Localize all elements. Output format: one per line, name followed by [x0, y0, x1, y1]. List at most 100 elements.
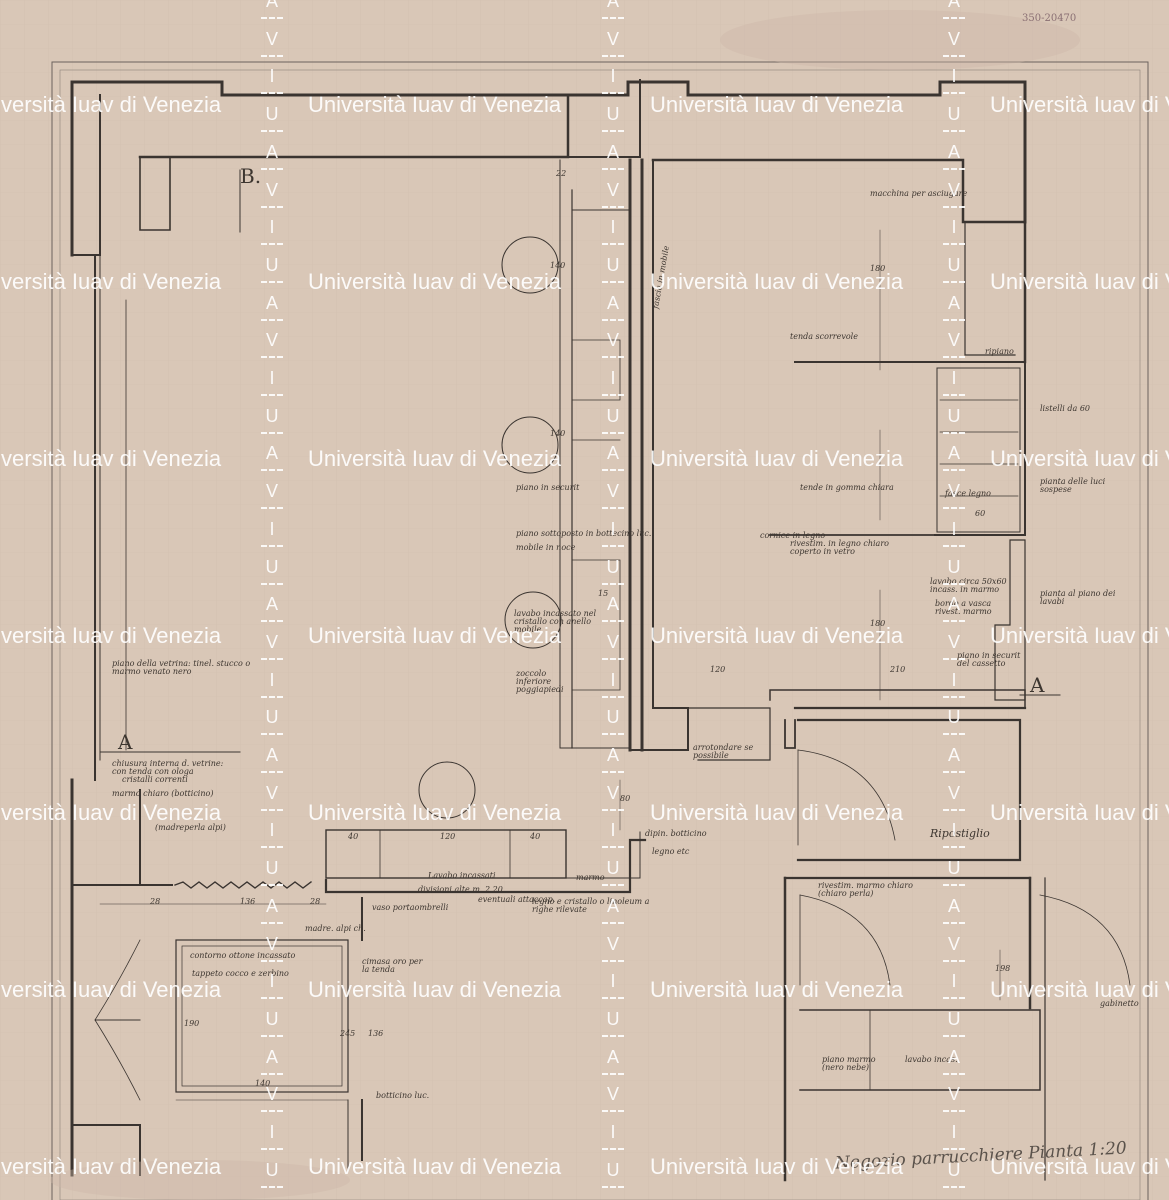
watermark-separator: [261, 1034, 283, 1037]
watermark-separator: [261, 846, 283, 849]
dim-180-b: 180: [870, 619, 886, 628]
watermark-separator: [602, 1072, 624, 1075]
watermark-separator: [943, 1148, 965, 1150]
label-divisioni: divisioni alte m. 2,20: [418, 885, 503, 894]
watermark-letter: I: [610, 669, 616, 690]
watermark-letter: U: [265, 1159, 279, 1180]
dim-80: 80: [620, 794, 631, 803]
watermark-text: Università Iuav di Venezia: [650, 1154, 904, 1179]
watermark-letter: A: [265, 292, 278, 313]
watermark-letter: U: [606, 556, 620, 577]
watermark-separator: [602, 657, 624, 660]
watermark-letter: I: [951, 820, 957, 841]
label-madre-alpi: madre. alpi ch.: [305, 924, 366, 933]
watermark-separator: [261, 921, 283, 924]
watermark-letter: I: [951, 971, 957, 992]
watermark-letter: V: [606, 1084, 619, 1105]
watermark-separator: [261, 17, 283, 19]
dim-140-c: 140: [255, 1079, 271, 1088]
watermark-separator: [943, 997, 965, 1000]
label-rivestim-marmo: rivestim. marmo chiaro (chiaro perla): [818, 881, 913, 898]
watermark-separator: [943, 394, 965, 396]
label-liste: listelli da 60: [1040, 404, 1091, 413]
watermark-letter: V: [947, 782, 960, 803]
watermark-letter: A: [947, 745, 960, 765]
label-pianta-luci: pianta delle luci sospese: [1040, 477, 1106, 494]
watermark-text: Università Iuav di Venezia: [308, 623, 562, 648]
watermark-letter: A: [265, 443, 278, 464]
dim-136-b: 136: [368, 1029, 384, 1038]
dim-180-a: 180: [870, 264, 886, 273]
watermark-letter: A: [606, 0, 619, 11]
watermark-letter: A: [265, 1046, 278, 1067]
watermark-separator: [261, 431, 283, 434]
label-ripiano: ripiano: [985, 347, 1014, 356]
watermark-separator: [602, 544, 624, 547]
watermark-separator: [602, 280, 624, 283]
label-ripostiglio: Ripostiglio: [930, 827, 990, 840]
watermark-letter: A: [947, 141, 960, 162]
watermark-separator: [602, 695, 624, 698]
watermark-separator: [602, 431, 624, 434]
watermark-letter: I: [610, 971, 616, 992]
watermark-letter: A: [606, 745, 619, 765]
label-lavabo-circa: lavabo circa 50x60 incass. in marmo: [930, 577, 1007, 594]
watermark-letter: V: [947, 933, 960, 954]
watermark-letter: U: [606, 104, 620, 125]
watermark-letter: A: [947, 443, 960, 464]
watermark-separator: [943, 771, 965, 773]
dim-15: 15: [598, 589, 609, 598]
watermark-separator: [261, 356, 283, 359]
watermark-letter: V: [265, 631, 278, 652]
watermark-separator: [261, 657, 283, 660]
watermark-letter: U: [947, 858, 961, 879]
watermark-separator: [602, 1034, 624, 1037]
watermark-separator: [943, 130, 965, 133]
archive-stamp: 350-20470: [1022, 13, 1077, 24]
watermark-letter: V: [265, 933, 278, 954]
watermark-letter: U: [947, 254, 961, 275]
watermark-separator: [943, 431, 965, 434]
watermark-separator: [261, 959, 283, 962]
watermark-separator: [943, 167, 965, 170]
watermark-letter: U: [606, 405, 620, 426]
label-cimasa: cimasa oro per la tenda: [362, 957, 423, 974]
watermark-text: Università Iuav di Venezia: [650, 800, 904, 825]
watermark-separator: [602, 318, 624, 321]
watermark-separator: [943, 318, 965, 321]
watermark-letter: U: [265, 858, 279, 879]
watermark-separator: [943, 921, 965, 924]
dim-136-a: 136: [240, 897, 256, 906]
section-mark-b: B.: [240, 164, 262, 188]
watermark-letter: U: [265, 1008, 279, 1029]
watermark-letter: V: [265, 28, 278, 49]
label-bordo-vasca: bordo a vasca rivest. marmo: [935, 599, 992, 616]
watermark-separator: [602, 17, 624, 19]
watermark-letter: A: [947, 895, 960, 916]
watermark-text: Università Iuav di Venezia: [308, 1154, 562, 1179]
watermark-letter: V: [947, 1084, 960, 1105]
watermark-separator: [602, 808, 624, 811]
label-lavabo-incassati: Lavabo incassati: [428, 871, 496, 880]
watermark-separator: [602, 997, 624, 1000]
label-arrotondare: arrotondare se possibile: [693, 743, 754, 760]
watermark-text: Università Iuav di Venezia: [990, 977, 1169, 1002]
watermark-separator: [943, 280, 965, 283]
watermark-separator: [602, 507, 624, 510]
label-macchina: macchina per asciugare: [870, 189, 968, 198]
watermark-text: Università Iuav di Venezia: [0, 92, 222, 117]
watermark-letter: A: [606, 895, 619, 916]
dim-60: 60: [975, 509, 986, 518]
watermark-separator: [602, 394, 624, 396]
watermark-separator: [602, 1110, 624, 1113]
watermark-text: Università Iuav di Venezia: [0, 269, 222, 294]
watermark-letter: U: [606, 707, 620, 728]
dim-120-a: 120: [710, 665, 726, 674]
watermark-letter: U: [947, 707, 961, 728]
watermark-text: Università Iuav di Venezia: [650, 977, 904, 1002]
watermark-letter: U: [947, 556, 961, 577]
label-mobile-noce: mobile in noce: [516, 543, 576, 552]
watermark-letter: I: [951, 66, 957, 87]
label-lavabo-incassato: lavabo incassato nel cristallo con anell…: [514, 609, 597, 634]
watermark-letter: I: [610, 66, 616, 87]
